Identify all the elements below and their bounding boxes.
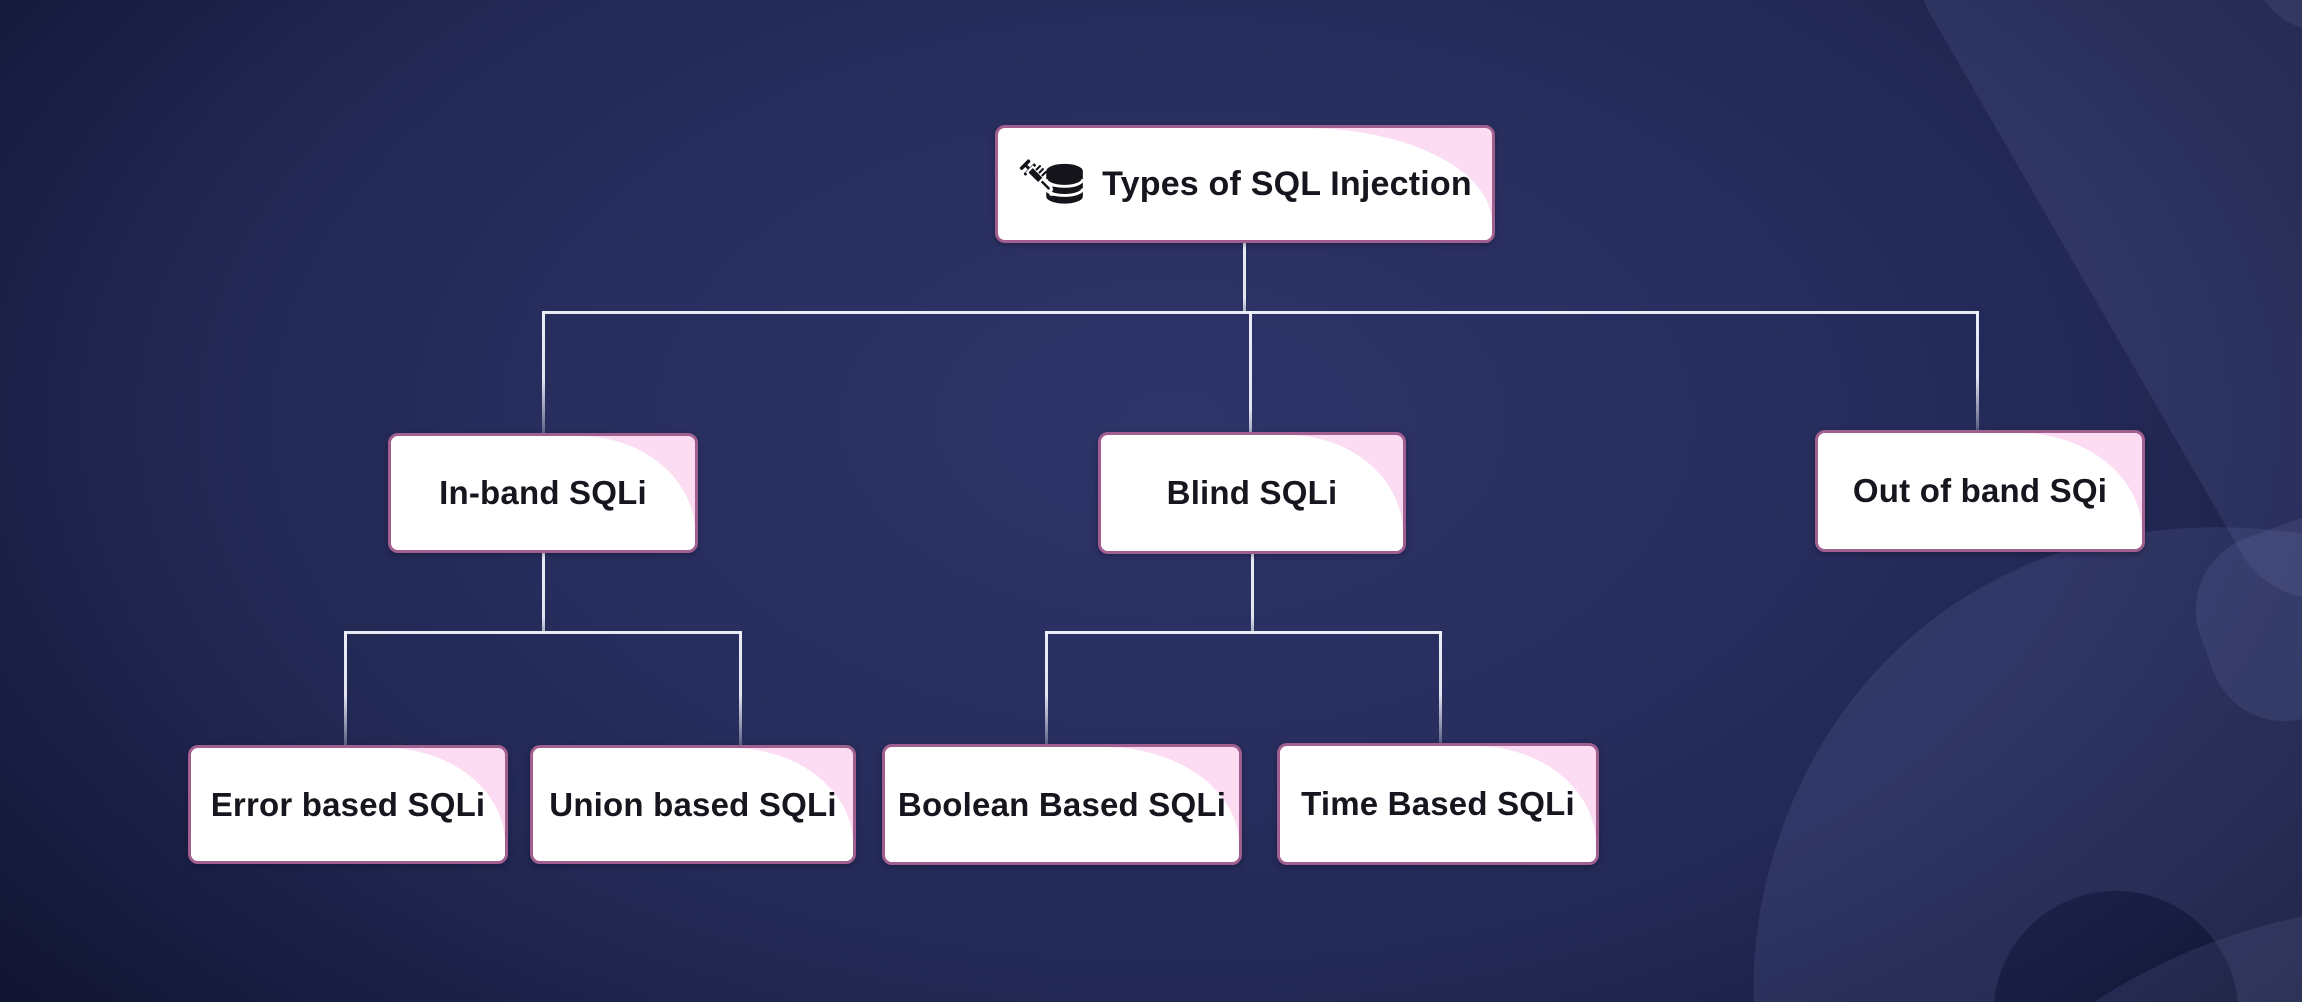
node-label: Union based SQLi <box>549 785 837 823</box>
node-label: Error based SQLi <box>210 785 486 823</box>
node-label: Time Based SQLi <box>1301 785 1575 822</box>
connector-inband-trunk <box>542 551 545 633</box>
connector-blind-trunk <box>1251 552 1254 633</box>
node-types-of-sql-injection: Types of SQL Injection <box>995 125 1495 243</box>
connector-inband-horizontal <box>345 631 742 634</box>
connector-drop-union <box>739 631 742 746</box>
connector-level1-horizontal <box>543 311 1979 314</box>
node-label: In-band SQLi <box>439 474 647 511</box>
node-inband-sqli: In-band SQLi <box>388 433 698 553</box>
connector-drop-time <box>1439 631 1442 744</box>
node-out-of-band-sqli: Out of band SQi <box>1815 430 2145 552</box>
connector-root-trunk <box>1243 243 1246 313</box>
node-boolean-based-sqli: Boolean Based SQLi <box>882 744 1242 865</box>
connector-drop-inband <box>542 311 545 434</box>
connector-drop-error <box>344 631 347 746</box>
syringe-database-icon <box>1020 159 1085 204</box>
node-label: Types of SQL Injection <box>1102 164 1472 203</box>
connector-drop-outofband <box>1976 311 1979 431</box>
connector-drop-blind <box>1249 311 1252 433</box>
node-label: Out of band SQi <box>1852 472 2108 509</box>
node-blind-sqli: Blind SQLi <box>1098 432 1406 554</box>
node-error-based-sqli: Error based SQLi <box>188 745 508 864</box>
node-label: Boolean Based SQLi <box>897 785 1227 823</box>
connector-drop-boolean <box>1045 631 1048 746</box>
node-union-based-sqli: Union based SQLi <box>530 745 856 864</box>
connector-blind-horizontal <box>1046 631 1442 634</box>
node-label: Blind SQLi <box>1166 474 1338 511</box>
node-time-based-sqli: Time Based SQLi <box>1277 743 1599 865</box>
